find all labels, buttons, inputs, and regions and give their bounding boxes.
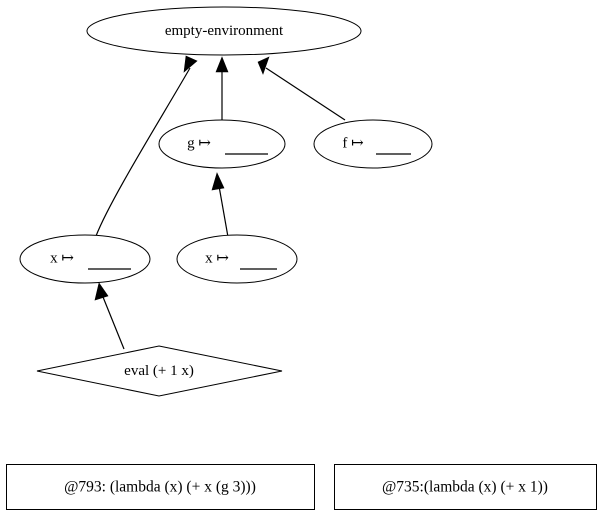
procedure-box-735[interactable]: @735:(lambda (x) (+ x 1)) — [334, 464, 597, 510]
frame-x-left-ellipse — [19, 234, 151, 284]
edge-x-right-to-g — [211, 172, 229, 238]
eval-label: eval (+ 1 x) — [124, 363, 194, 379]
edge-eval-to-x-left — [94, 282, 125, 350]
frame-x-right-ellipse — [176, 234, 298, 284]
node-eval[interactable]: eval (+ 1 x) — [36, 345, 283, 397]
empty-environment-label: empty-environment — [165, 23, 284, 39]
edge-g-to-empty-environment — [215, 56, 229, 128]
frame-f-label: f ↦ — [342, 135, 364, 151]
frame-g-ellipse — [158, 119, 286, 169]
node-frame-g[interactable]: g ↦ — [158, 119, 286, 169]
node-frame-f[interactable]: f ↦ — [313, 119, 433, 169]
node-empty-environment[interactable]: empty-environment — [86, 6, 362, 56]
procedure-box-793-label: @793: (lambda (x) (+ x (g 3))) — [64, 479, 256, 496]
procedure-box-735-border — [334, 464, 597, 510]
procedure-box-793[interactable]: @793: (lambda (x) (+ x (g 3))) — [6, 464, 315, 510]
eval-diamond — [36, 345, 283, 397]
empty-environment-ellipse — [86, 6, 362, 56]
node-frame-x-right[interactable]: x ↦ — [176, 234, 298, 284]
procedure-box-793-border — [6, 464, 315, 510]
procedure-box-735-label: @735:(lambda (x) (+ x 1)) — [382, 479, 548, 496]
node-frame-x-left[interactable]: x ↦ — [19, 234, 151, 284]
frame-g-label: g ↦ — [187, 135, 211, 151]
edge-f-to-empty-environment — [257, 56, 346, 121]
frame-f-ellipse — [313, 119, 433, 169]
edge-x-left-to-empty-environment — [95, 55, 198, 237]
frame-x-left-label: x ↦ — [50, 250, 74, 266]
frame-x-right-label: x ↦ — [205, 250, 229, 266]
